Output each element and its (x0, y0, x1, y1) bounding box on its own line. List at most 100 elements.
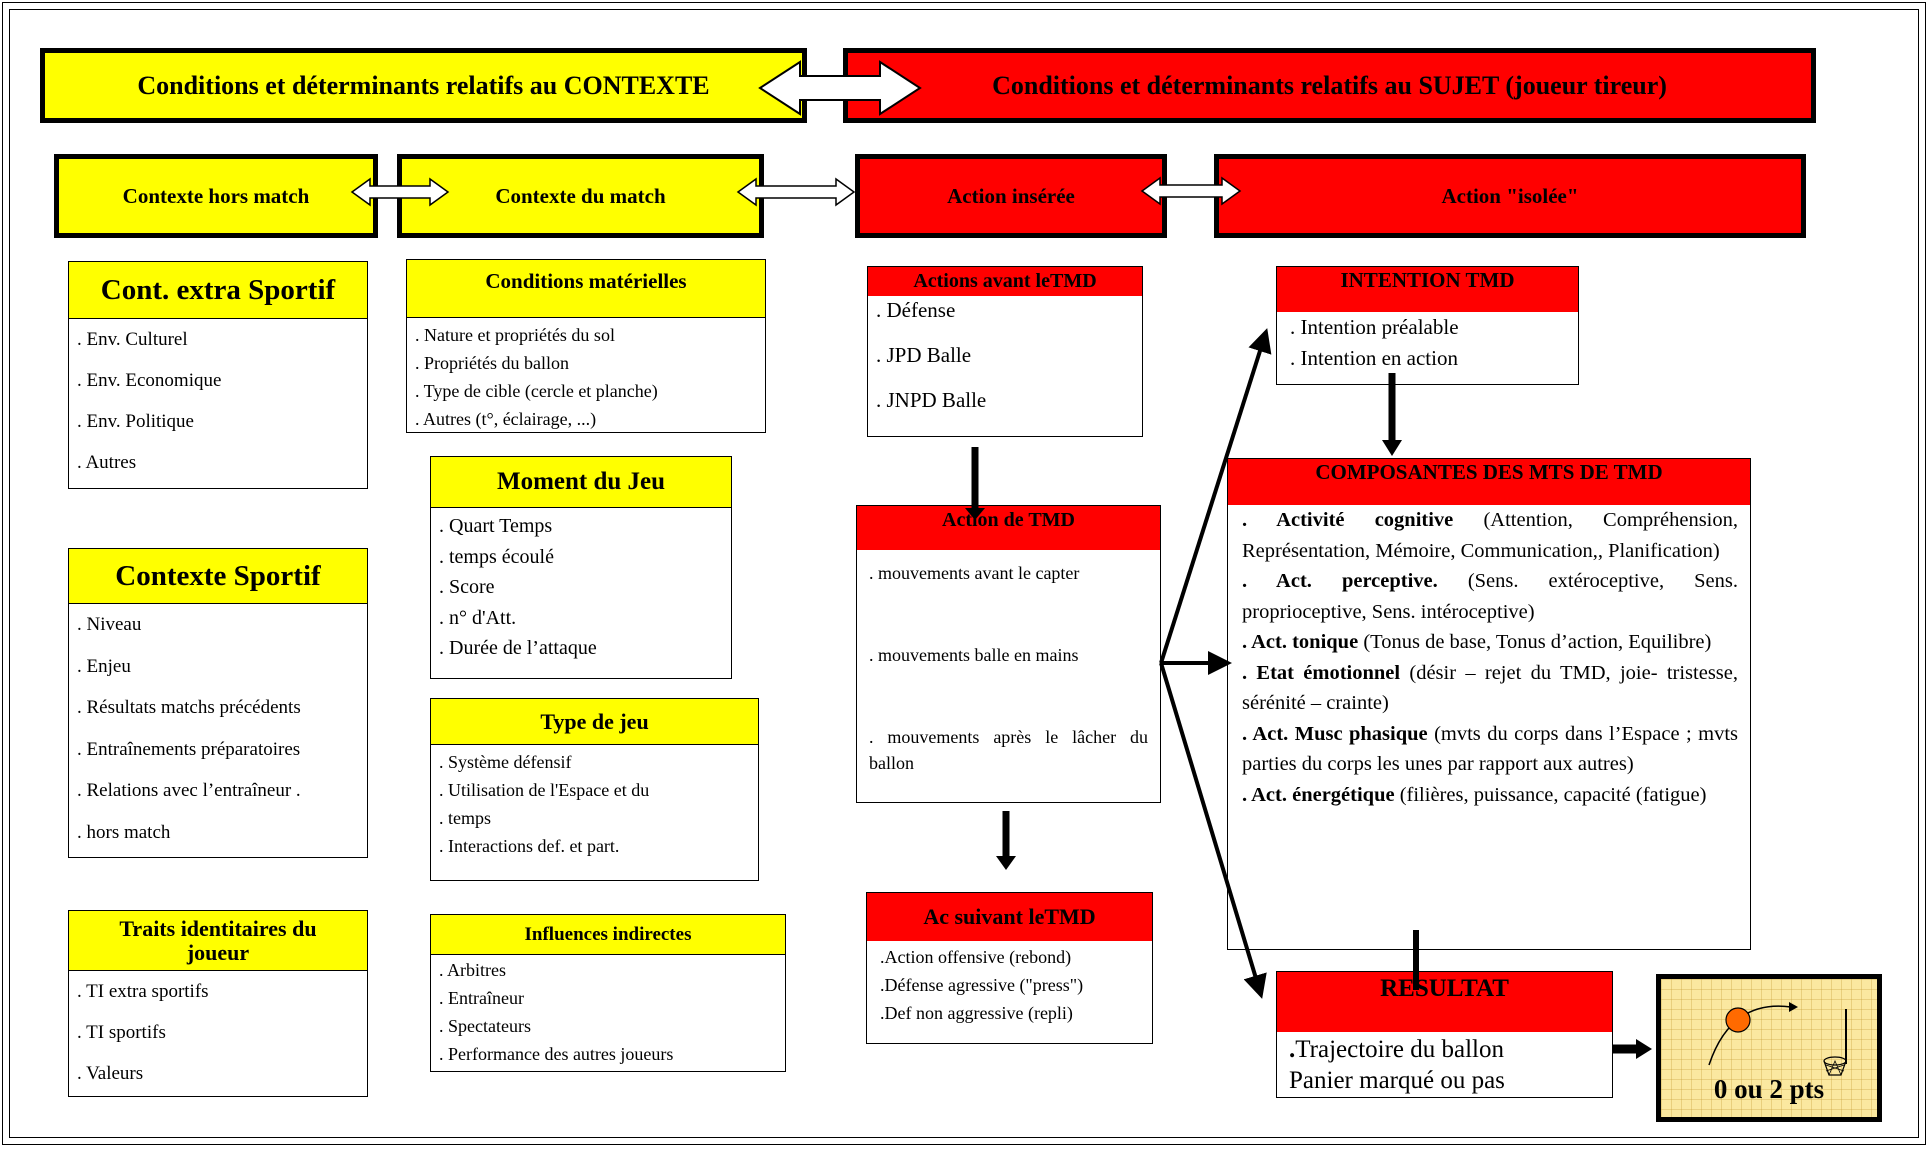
banner-contexte: Conditions et déterminants relatifs au C… (40, 48, 807, 123)
card-traits-identitaires: Traits identitaires du joueur . TI extra… (68, 910, 368, 1097)
list-item: . Défense (876, 298, 956, 322)
card-ac-suivant-tmd-title: Ac suivant leTMD (867, 893, 1152, 941)
box-action-isolee-label: Action "isolée" (1441, 183, 1579, 208)
resultat-line-1: Trajectoire du ballon (1295, 1036, 1505, 1063)
list-item: . Utilisation de l'Espace et du (439, 780, 650, 800)
card-moment-du-jeu-title: Moment du Jeu (431, 457, 731, 508)
list-item: . Entraînements préparatoires (77, 738, 301, 760)
arrow-tmd-to-intention (1159, 328, 1272, 664)
entry-text: (filières, puissance, capacité (fatigue) (1394, 783, 1707, 806)
box-action-inseree: Action insérée (855, 154, 1167, 238)
list-item: . TI sportifs (77, 1022, 166, 1043)
entry-title: . Act. énergétique (1242, 783, 1395, 806)
list-item: . Durée de l’attaque (439, 637, 597, 659)
box-action-isolee: Action "isolée" (1214, 154, 1806, 238)
card-resultat: RESULTAT .Trajectoire du ballon Panier m… (1276, 971, 1613, 1098)
entry-text: (Attention, Compréhension, Représentatio… (1242, 509, 1738, 562)
box-action-inseree-label: Action insérée (947, 183, 1075, 208)
inner-frame (9, 9, 1919, 1138)
card-cont-extra-sportif: Cont. extra Sportif . Env. Culturel . En… (68, 261, 368, 489)
basketball-shot-illustration (1708, 1002, 1847, 1076)
list-item: . Autres (t°, éclairage, ...) (415, 409, 597, 429)
card-ac-suivant-tmd: Ac suivant leTMD .Action offensive (rebo… (866, 892, 1153, 1044)
card-type-de-jeu-list: . Système défensif . Utilisation de l'Es… (431, 745, 758, 864)
card-cont-extra-sportif-title: Cont. extra Sportif (69, 262, 367, 319)
card-conditions-materielles: Conditions matérielles . Nature et propr… (406, 259, 766, 433)
double-arrow-hors-match-icon (350, 177, 450, 207)
card-actions-avant-tmd-list: . Défense . JPD Balle . JNPD Balle (868, 288, 1142, 427)
list-item: . Env. Politique (77, 411, 194, 432)
entry-text: (Tonus de base, Tonus d’action, Equilibr… (1358, 631, 1712, 653)
basket-net-icon (1823, 1056, 1847, 1076)
banner-sujet-label: Conditions et déterminants relatifs au S… (992, 70, 1667, 100)
list-item: .Action offensive (rebond) (880, 947, 1072, 967)
list-item: . Interactions def. et part. (439, 836, 620, 856)
list-item: . Intention en action (1290, 346, 1458, 370)
list-item: . Etat émotionnel (désir – rejet du TMD,… (1242, 658, 1738, 719)
list-item: . Act. énergétique (filières, puissance,… (1242, 780, 1738, 811)
list-item: . Nature et propriétés du sol (415, 325, 615, 345)
card-actions-avant-tmd: Actions avant leTMD . Défense . JPD Ball… (867, 266, 1143, 437)
arrow-intention-to-composantes-head-icon (1382, 440, 1402, 456)
list-item: . Enjeu (77, 655, 131, 677)
list-item: . temps (439, 808, 491, 828)
entry-title: . Activité cognitive (1242, 509, 1454, 531)
list-item: .Trajectoire du ballon (1289, 1034, 1612, 1065)
arrow-tmd-to-suivant-head-icon (996, 856, 1016, 870)
card-influences-indirectes-list: . Arbitres . Entraîneur . Spectateurs . … (431, 955, 785, 1072)
list-item: . Relations avec l’entraîneur . (77, 780, 301, 801)
list-item: . temps écoulé (439, 545, 554, 568)
list-item: . Env. Economique (77, 370, 222, 391)
card-resultat-title: RESULTAT (1277, 972, 1612, 1032)
resultat-bullet: . (1289, 1036, 1296, 1063)
basketball-icon (1725, 1007, 1751, 1033)
list-item: . TI extra sportifs (77, 981, 209, 1002)
resultat-line-2: Panier marqué ou pas (1289, 1067, 1505, 1094)
card-type-de-jeu: Type de jeu . Système défensif . Utilisa… (430, 698, 759, 881)
list-item: .Défense agressive ("press") (880, 975, 1084, 995)
box-contexte-hors-match-label: Contexte hors match (122, 183, 310, 208)
entry-text: (mvts du corps dans l’Espace ; mvts part… (1242, 722, 1738, 776)
list-item: . Act. Musc phasique (mvts du corps dans… (1242, 719, 1738, 780)
card-traits-identitaires-list: . TI extra sportifs . TI sportifs . Vale… (69, 971, 367, 1098)
card-intention-tmd-title: INTENTION TMD (1277, 267, 1578, 312)
card-resultat-list: .Trajectoire du ballon Panier marqué ou … (1277, 1032, 1612, 1096)
list-item: . Propriétés du ballon (415, 353, 569, 373)
list-item: . JPD Balle (876, 343, 972, 367)
list-item: . JNPD Balle (876, 388, 987, 412)
list-item: . hors match (77, 821, 171, 843)
list-item: . Résultats matchs précédents (77, 697, 301, 718)
banner-contexte-label: Conditions et déterminants relatifs au C… (137, 70, 710, 100)
list-item: . mouvements avant le capter (869, 563, 1080, 583)
score-label: 0 ou 2 pts (1713, 1074, 1825, 1104)
card-intention-tmd-list: . Intention préalable . Intention en act… (1277, 312, 1578, 378)
list-item: . Spectateurs (439, 1016, 531, 1036)
card-composantes-mts-title: COMPOSANTES DES MTS DE TMD (1228, 459, 1750, 505)
card-action-de-tmd: Action de TMD . mouvements avant le capt… (856, 505, 1161, 803)
card-influences-indirectes: Influences indirectes . Arbitres . Entra… (430, 914, 786, 1072)
list-item: . Niveau (77, 614, 142, 635)
arrow-tmd-to-resultat (1159, 662, 1267, 999)
entry-title: . Act. perceptive. (1242, 570, 1438, 592)
score-panel: 0 ou 2 pts (1656, 974, 1882, 1122)
list-item: . Act. perceptive. (Sens. extéroceptive,… (1242, 566, 1738, 627)
card-conditions-materielles-title: Conditions matérielles (407, 260, 765, 318)
list-item: . Autres (77, 452, 137, 473)
list-item: . Valeurs (77, 1063, 144, 1084)
list-item: . Entraîneur (439, 988, 524, 1008)
list-item: . Arbitres (439, 960, 506, 980)
list-item: . n° d'Att. (439, 606, 517, 629)
card-conditions-materielles-list: . Nature et propriétés du sol . Propriét… (407, 318, 765, 437)
card-ac-suivant-tmd-list: .Action offensive (rebond) .Défense agre… (867, 941, 1152, 1031)
double-arrow-du-match-icon (736, 177, 856, 207)
card-composantes-mts-list: . Activité cognitive (Attention, Compréh… (1228, 505, 1750, 810)
card-influences-indirectes-title: Influences indirectes (431, 915, 785, 955)
entry-text: (Sens. extéroceptive, Sens. propriocepti… (1242, 570, 1738, 623)
trajectory-arrowhead-icon (1789, 1002, 1798, 1012)
box-contexte-hors-match: Contexte hors match (54, 154, 378, 238)
list-item: . Quart Temps (439, 515, 553, 537)
card-composantes-mts: COMPOSANTES DES MTS DE TMD . Activité co… (1227, 458, 1751, 950)
list-item: . Activité cognitive (Attention, Compréh… (1242, 505, 1738, 566)
